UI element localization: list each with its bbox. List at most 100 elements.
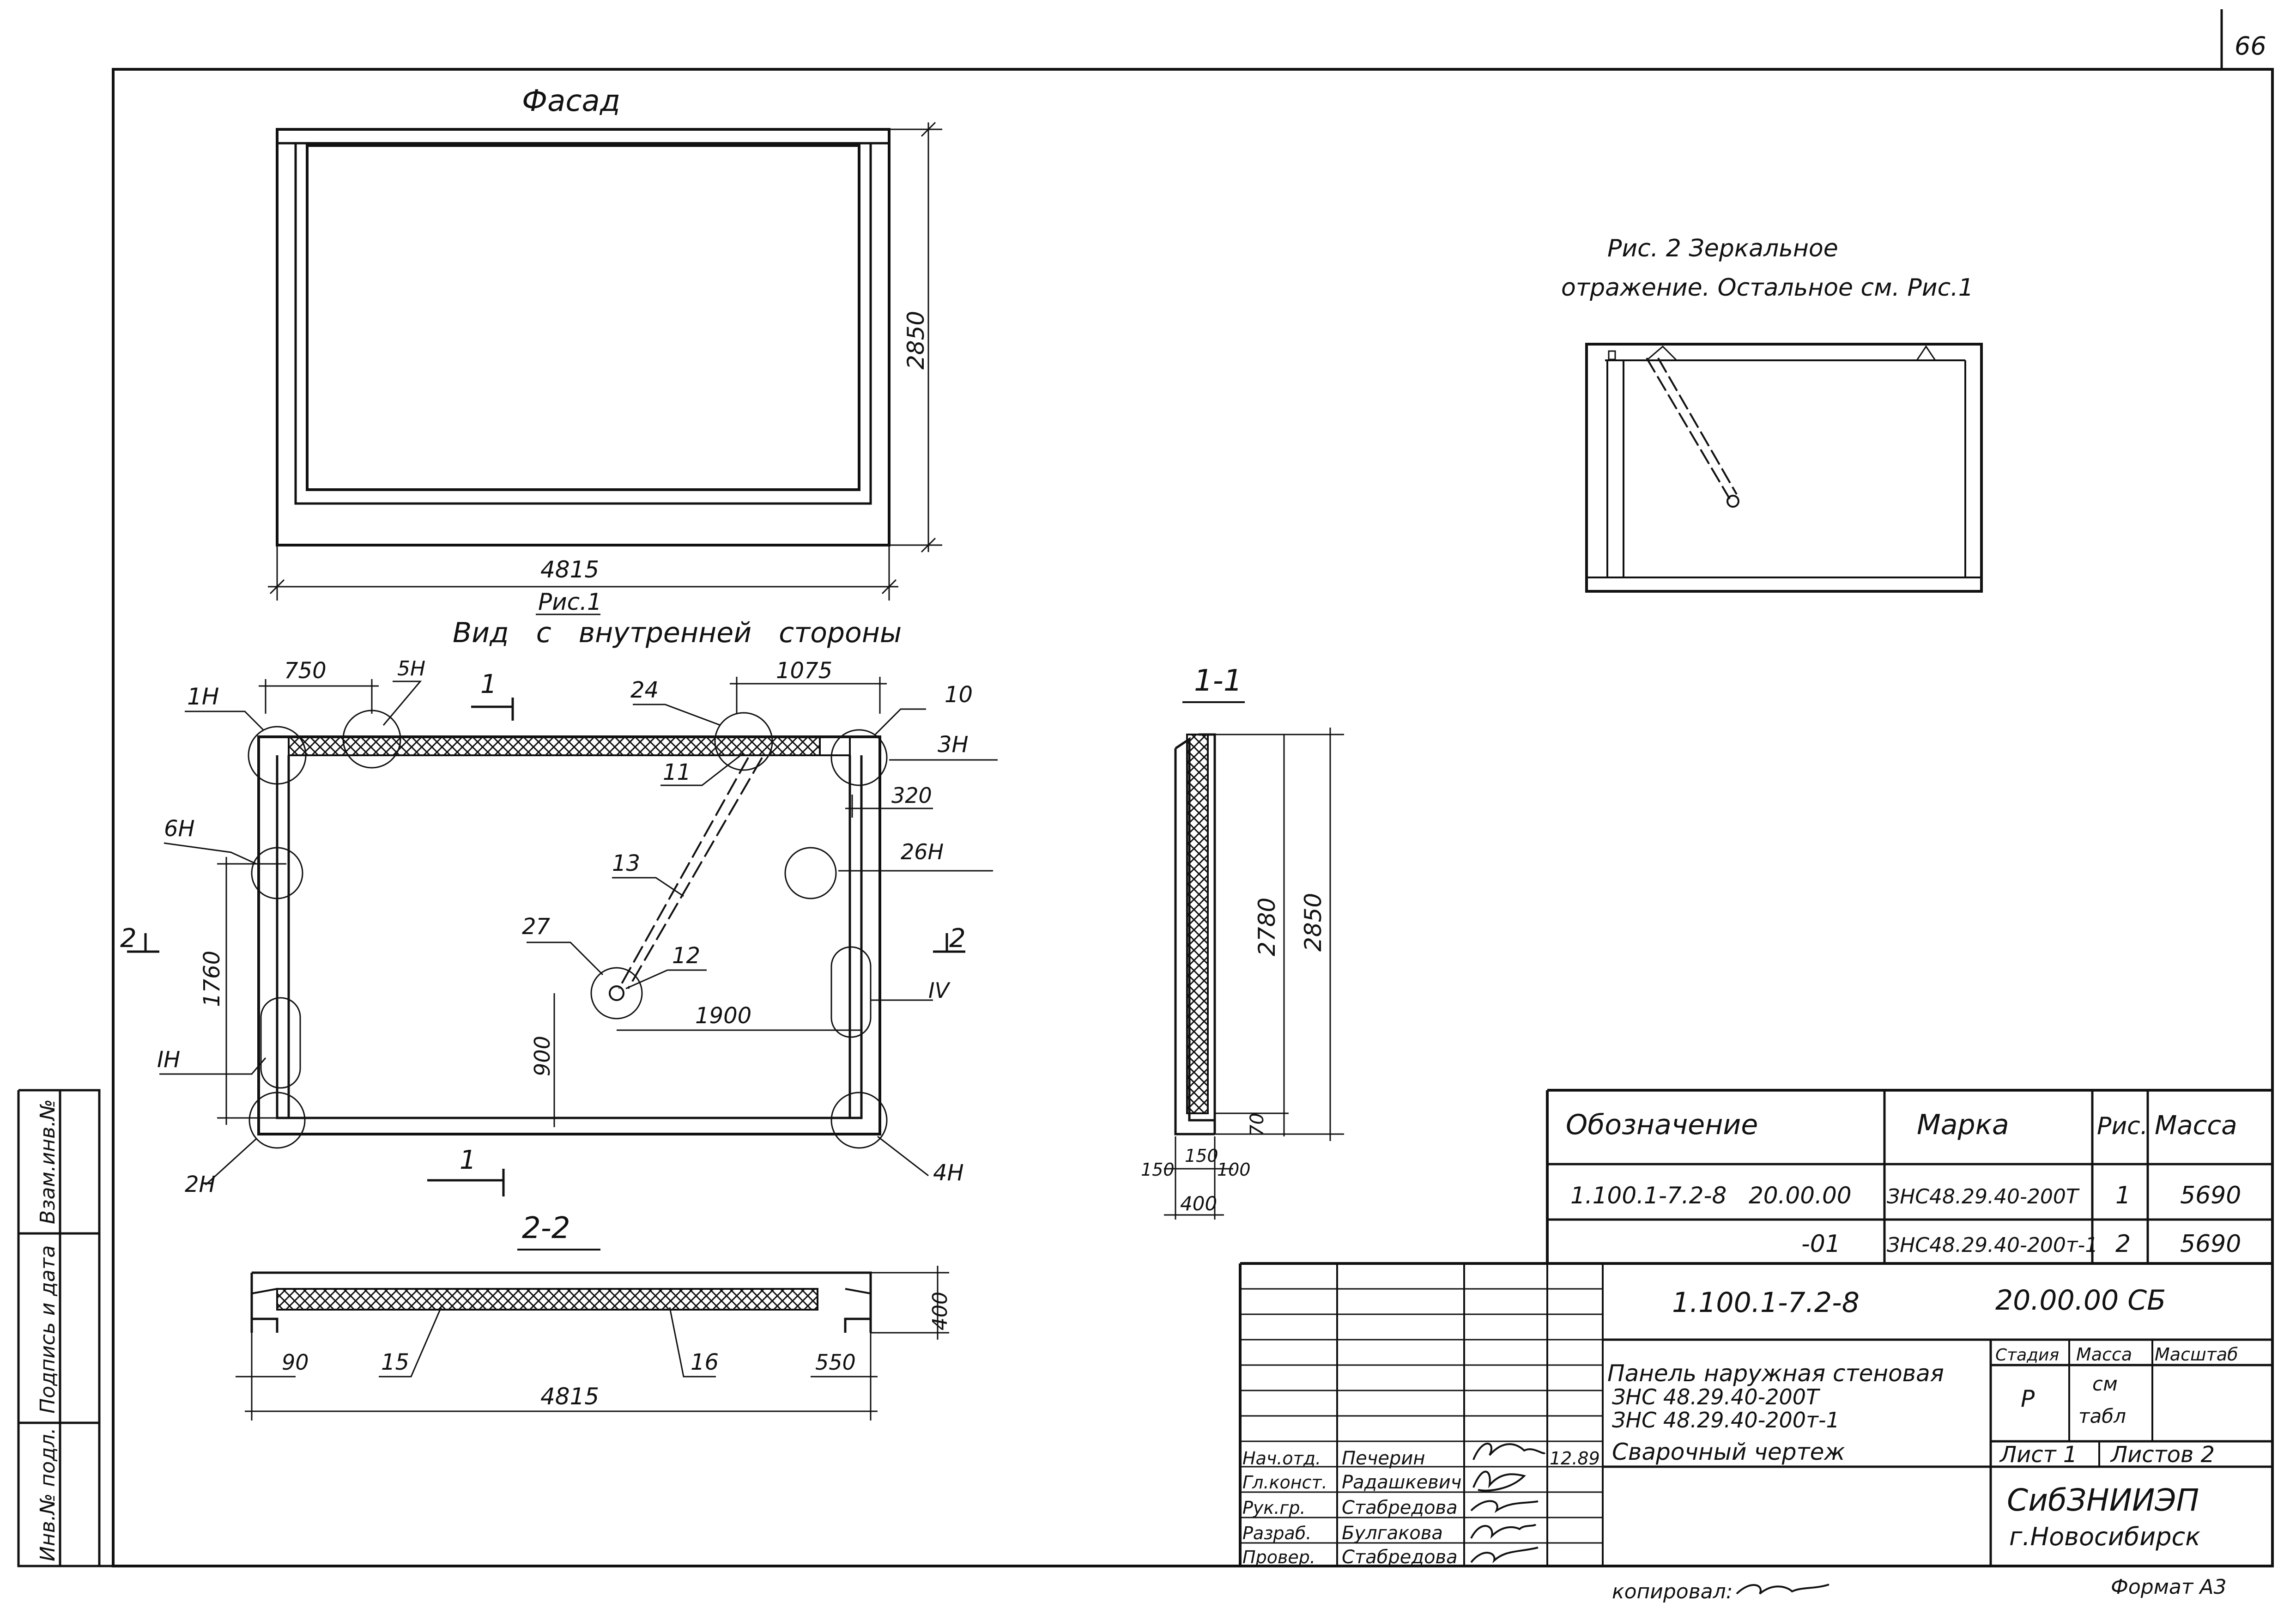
table-header-mark: Марка: [1917, 1109, 2009, 1141]
scale-header: Масштаб: [2155, 1344, 2238, 1365]
table-header-designation: Обозначение: [1566, 1109, 1758, 1141]
table-row2-fig: 2: [2115, 1230, 2131, 1258]
label-IH: IН: [157, 1047, 180, 1073]
signatures: [1470, 1443, 1546, 1564]
org-line1: СибЗНИИЭП: [2007, 1482, 2199, 1518]
facade-title: Фасад: [522, 84, 620, 118]
inner-view-title: Вид с внутренней стороны: [453, 617, 902, 649]
dim-400-section: 400: [1180, 1192, 1217, 1215]
mass-value-1: см: [2092, 1372, 2118, 1395]
inner-view: Вид с внутренней стороны 1Н 5Н 750 1 24: [120, 617, 998, 1197]
facade-dim-height: 2850: [903, 311, 929, 370]
detail-circle-2H: [248, 1092, 306, 1149]
staff-role-3: Рук.гр.: [1242, 1498, 1306, 1518]
staff-role-2: Гл.конст.: [1242, 1472, 1327, 1493]
doc-code-right: 20.00.00 СБ: [1995, 1284, 2166, 1317]
stage-header: Стадия: [1995, 1346, 2059, 1365]
detail-circle-27: [590, 967, 643, 1020]
fig2-caption-line1: Рис. 2 Зеркальное: [1607, 235, 1838, 262]
label-12: 12: [672, 943, 700, 969]
stamp-replace-inv: Взам.инв.№: [36, 1099, 60, 1224]
label-27: 27: [522, 914, 551, 940]
label-15: 15: [381, 1349, 409, 1375]
section-2-2-insulation: [276, 1288, 818, 1311]
label-2H: 2Н: [185, 1172, 216, 1197]
dim-550: 550: [815, 1350, 856, 1375]
table-header-mass: Масса: [2155, 1111, 2237, 1141]
dim-400-2-2: 400: [928, 1292, 952, 1330]
dim-1075: 1075: [776, 658, 832, 684]
label-24: 24: [630, 677, 659, 703]
dim-320: 320: [891, 783, 932, 808]
fig2-view: Рис. 2 Зеркальное отражение. Остальное с…: [1561, 235, 1983, 593]
detail-oval-IV: [830, 946, 872, 1038]
org-line2: г.Новосибирск: [2009, 1522, 2200, 1551]
copied-signature: [1736, 1584, 1830, 1595]
mass-header: Масса: [2076, 1344, 2132, 1365]
side-stamp: Взам.инв.№ Подпись и дата Инв.№ подл.: [17, 1089, 113, 1567]
facade-view: Фасад 2850 4815 Рис.1: [268, 84, 942, 615]
staff-name-5: Стабредова: [1342, 1547, 1458, 1568]
sheet-frame: 66: [112, 9, 2274, 1567]
dim-90: 90: [282, 1350, 309, 1375]
detail-circle-4H: [830, 1092, 888, 1149]
stage-value: Р: [2021, 1385, 2035, 1412]
title-name-line4: Сварочный чертеж: [1612, 1439, 1845, 1465]
label-26H: 26Н: [901, 839, 944, 864]
label-IV: IV: [928, 978, 951, 1003]
section-1-1: 1-1 2780 2850 70 150 150 100 400: [1141, 664, 1344, 1220]
dim-1900: 1900: [695, 1003, 751, 1029]
title-name-line3: ЗНС 48.29.40-200т-1: [1612, 1408, 1840, 1433]
section-2-2-title: 2-2: [522, 1211, 570, 1245]
label-cut1-top: 1: [480, 669, 497, 699]
sheets-label: Листов 2: [2110, 1442, 2215, 1468]
staff-role-1: Нач.отд.: [1242, 1448, 1321, 1469]
detail-circle-6H: [251, 847, 303, 899]
stamp-original-inv: Инв.№ подл.: [36, 1427, 60, 1561]
detail-circle-3H: [830, 729, 888, 786]
detail-circle-26H: [784, 847, 837, 899]
label-11: 11: [663, 759, 691, 785]
staff-name-4: Булгакова: [1342, 1523, 1443, 1544]
facade-dim-width: 4815: [540, 556, 599, 583]
table-row1-designation: 1.100.1-7.2-8 20.00.00: [1570, 1182, 1852, 1209]
dim-2850-section: 2850: [1300, 893, 1327, 952]
table-row2-mark: ЗНС48.29.40-200т-1: [1887, 1233, 2098, 1257]
label-6H: 6Н: [164, 816, 195, 842]
table-row2-designation: -01: [1801, 1230, 1841, 1258]
stamp-signature-date: Подпись и дата: [36, 1245, 60, 1414]
label-4H: 4Н: [933, 1160, 964, 1186]
dim-900: 900: [530, 1036, 555, 1076]
table-header-fig: Рис.: [2097, 1112, 2148, 1140]
title-name-line1: Панель наружная стеновая: [1607, 1360, 1944, 1387]
doc-code-left: 1.100.1-7.2-8: [1672, 1287, 1860, 1319]
detail-circle-1H: [248, 726, 307, 785]
approval-date: 12.89: [1550, 1448, 1600, 1469]
staff-name-2: Радашкевич: [1342, 1472, 1461, 1493]
dim-70: 70: [1247, 1113, 1268, 1136]
table-row1-mark: ЗНС48.29.40-200Т: [1887, 1185, 2080, 1208]
dim-2780: 2780: [1254, 898, 1280, 956]
fig2-caption-line2: отражение. Остальное см. Рис.1: [1561, 274, 1974, 302]
label-cut2-right: 2: [949, 923, 966, 953]
label-1H: 1Н: [187, 683, 219, 710]
label-5H: 5Н: [397, 657, 425, 680]
fig1-caption: Рис.1: [538, 589, 602, 615]
section-2-2: 2-2 400 90 15 4815 16 550: [236, 1211, 952, 1421]
dim-1760: 1760: [199, 951, 225, 1007]
dim-750: 750: [284, 658, 327, 684]
title-name-line2: ЗНС 48.29.40-200Т: [1612, 1384, 1821, 1409]
section-1-1-title: 1-1: [1194, 664, 1242, 698]
copied-by: копировал:: [1612, 1580, 1733, 1603]
label-3H: 3Н: [938, 732, 969, 758]
staff-role-4: Разраб.: [1242, 1523, 1311, 1543]
staff-name-3: Стабредова: [1342, 1497, 1458, 1518]
title-block: 1.100.1-7.2-8 20.00.00 СБ Панель наружна…: [1239, 1262, 2272, 1568]
staff-name-1: Печерин: [1342, 1448, 1425, 1469]
label-cut1-bottom: 1: [460, 1145, 476, 1175]
label-13: 13: [612, 850, 640, 876]
detail-circle-24: [714, 712, 773, 771]
dim-150-a: 150: [1141, 1160, 1175, 1180]
mass-value-2: табл: [2078, 1405, 2126, 1427]
